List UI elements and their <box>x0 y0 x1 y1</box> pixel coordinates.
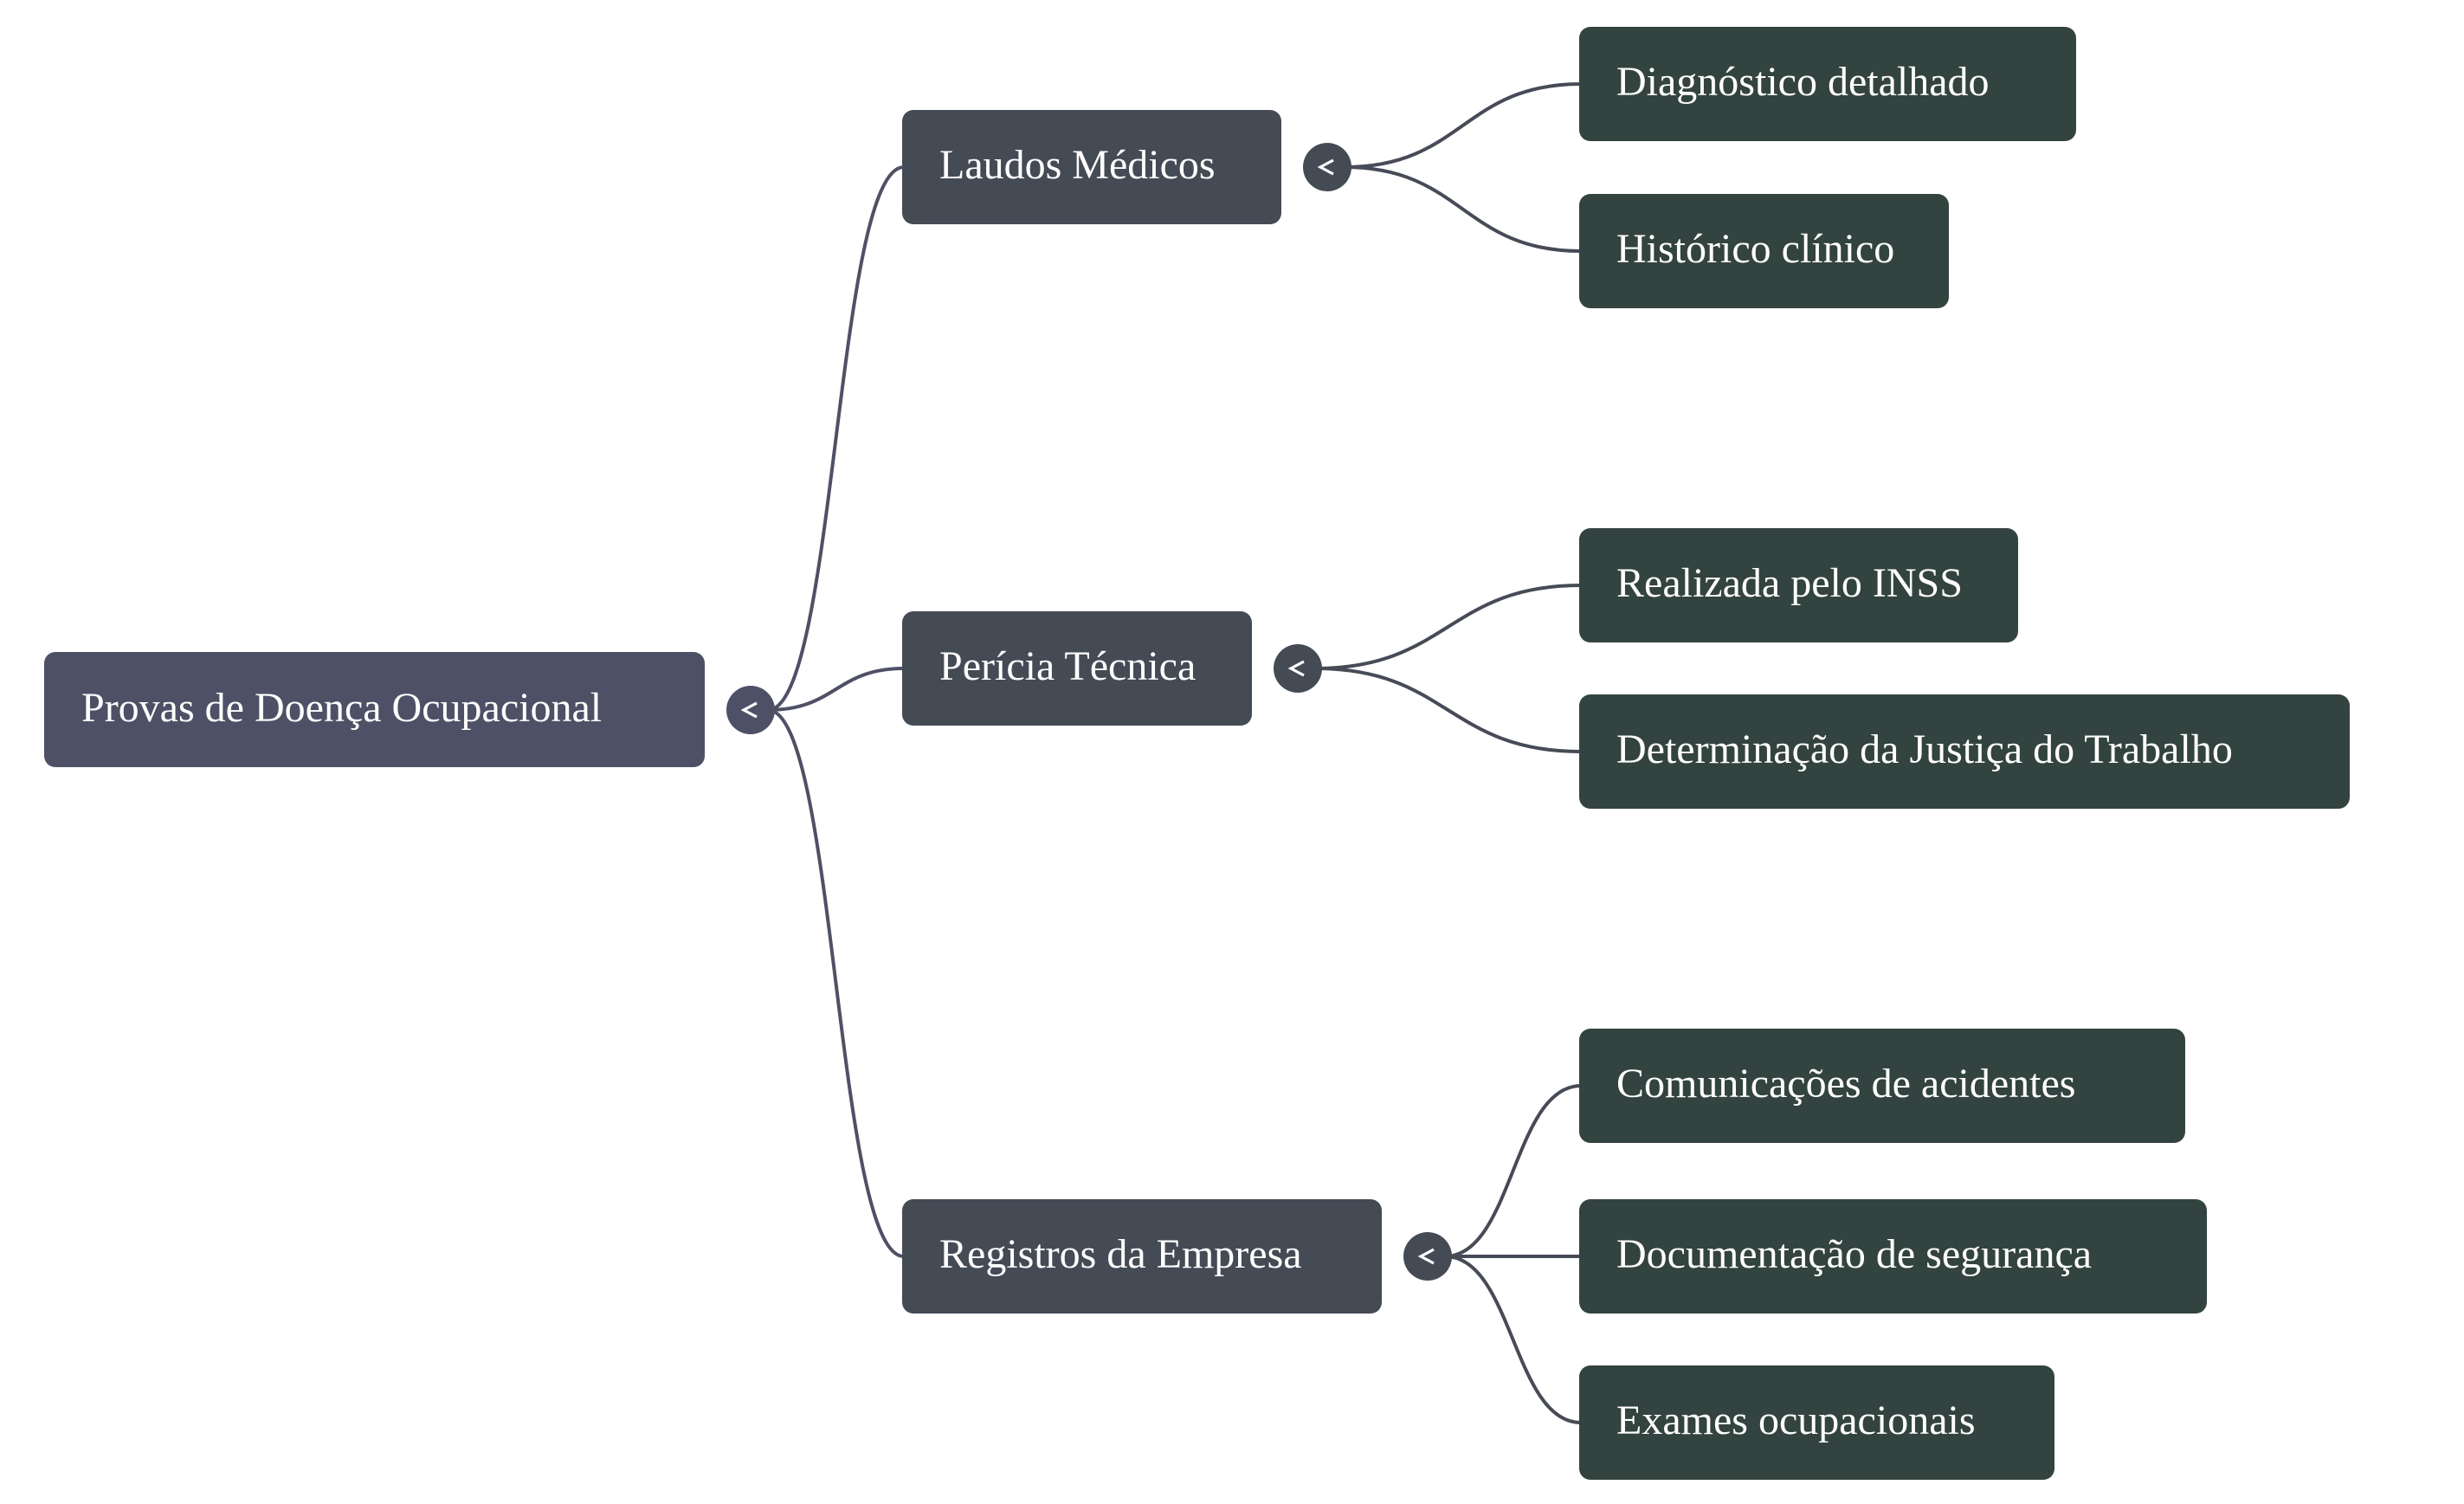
leaf-node-label: Comunicações de acidentes <box>1616 1061 2076 1107</box>
branch-node-pericia-tecnica[interactable]: Perícia Técnica <box>902 611 1252 726</box>
edge-registros-to-comunicacoes <box>1444 1084 1582 1258</box>
edge-laudos-to-historico <box>1344 165 1582 253</box>
chevron-left-icon <box>740 701 758 719</box>
leaf-node-label: Documentação de segurança <box>1616 1231 2093 1277</box>
edge-laudos-to-diagnostico <box>1344 82 1582 169</box>
root-node[interactable]: Provas de Doença Ocupacional <box>44 652 705 767</box>
leaf-node-label: Exames ocupacionais <box>1616 1397 1976 1443</box>
edge-registros-to-exames <box>1444 1255 1582 1424</box>
leaf-node-label: Determinação da Justiça do Trabalho <box>1616 726 2233 772</box>
edge-root-to-pericia-tecnica <box>767 667 905 712</box>
leaf-node-comunicacoes-de-acidentes[interactable]: Comunicações de acidentes <box>1579 1029 2185 1143</box>
leaf-node-label: Diagnóstico detalhado <box>1616 59 1990 105</box>
collapse-toggle-laudos-medicos[interactable] <box>1303 143 1351 191</box>
edge-root-to-laudos-medicos <box>767 165 905 712</box>
edge-root-to-registros-da-empresa <box>767 708 905 1258</box>
branch-node-label: Registros da Empresa <box>939 1231 1302 1277</box>
leaf-node-exames-ocupacionais[interactable]: Exames ocupacionais <box>1579 1365 2054 1480</box>
collapse-toggle-registros-da-empresa[interactable] <box>1403 1232 1452 1281</box>
branch-node-label: Perícia Técnica <box>939 643 1197 689</box>
branch-node-laudos-medicos[interactable]: Laudos Médicos <box>902 110 1281 224</box>
leaf-node-realizada-pelo-inss[interactable]: Realizada pelo INSS <box>1579 528 2018 642</box>
leaf-node-diagnostico-detalhado[interactable]: Diagnóstico detalhado <box>1579 27 2076 141</box>
edge-pericia-to-realizada-inss <box>1314 584 1582 670</box>
root-node-label: Provas de Doença Ocupacional <box>81 684 603 731</box>
branch-node-registros-da-empresa[interactable]: Registros da Empresa <box>902 1199 1382 1314</box>
chevron-left-icon <box>1417 1248 1435 1265</box>
chevron-left-icon <box>1287 660 1305 677</box>
leaf-node-label: Histórico clínico <box>1616 226 1895 272</box>
chevron-left-icon <box>1317 158 1334 176</box>
leaf-node-determinacao-justica-trabalho[interactable]: Determinação da Justiça do Trabalho <box>1579 694 2350 809</box>
collapse-toggle-pericia-tecnica[interactable] <box>1274 644 1322 693</box>
edge-pericia-to-determinacao <box>1314 667 1582 753</box>
branch-node-label: Laudos Médicos <box>939 142 1216 188</box>
leaf-node-label: Realizada pelo INSS <box>1616 560 1963 606</box>
leaf-node-historico-clinico[interactable]: Histórico clínico <box>1579 194 1949 308</box>
collapse-toggle-root[interactable] <box>726 686 775 734</box>
leaf-node-documentacao-de-seguranca[interactable]: Documentação de segurança <box>1579 1199 2207 1314</box>
